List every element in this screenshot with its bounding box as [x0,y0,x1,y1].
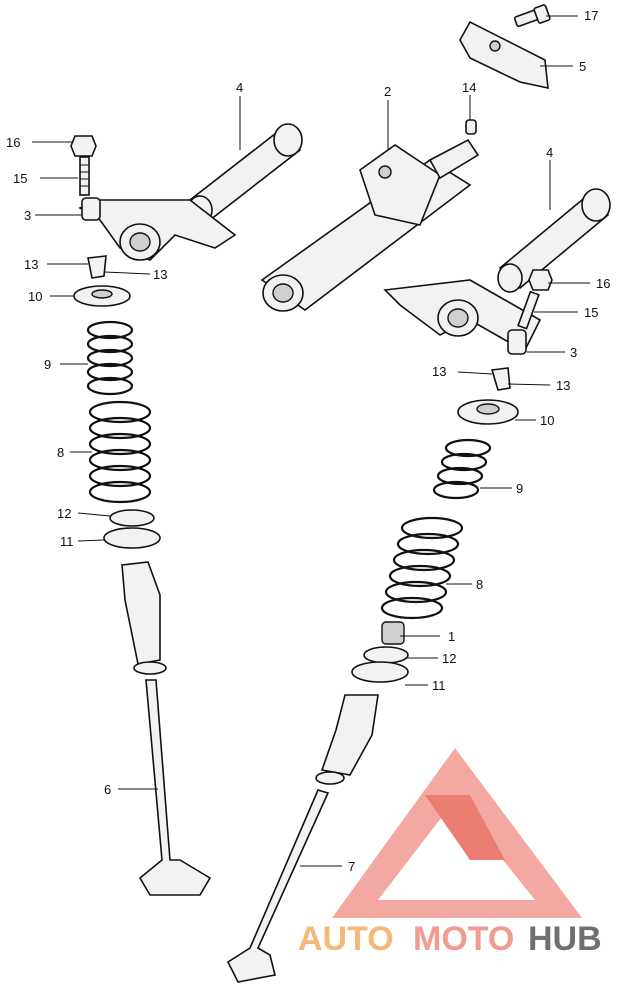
label-10-left: 10 [28,289,42,304]
spring-seat-right-lower [351,661,409,683]
valve-seal-right [381,621,405,645]
bracket-plate [459,20,549,90]
label-17: 17 [584,8,598,23]
label-4-right: 4 [546,145,553,160]
inner-spring-right [432,438,492,500]
label-12-right: 12 [442,651,456,666]
label-16-right: 16 [596,276,610,291]
label-6: 6 [104,782,111,797]
part-labels: 16 15 3 13 13 10 9 8 12 11 6 7 4 2 14 4 … [6,8,610,874]
label-7: 7 [348,859,355,874]
label-11-left: 11 [60,534,74,549]
retainer-right [457,399,519,425]
intake-valve-right [226,789,330,983]
watermark-text-hub: HUB [528,920,602,958]
label-5: 5 [579,59,586,74]
valve-guide-right [315,694,379,785]
rocker-shaft-right [497,188,611,293]
label-8-left: 8 [57,445,64,460]
spring-seat-left-upper [109,509,155,527]
inner-spring-left [86,320,134,396]
outer-spring-right [380,516,464,620]
rocker-arm-right [383,279,542,355]
label-3-right: 3 [570,345,577,360]
adjust-screw-left [79,156,90,196]
bolt [513,4,551,28]
adjust-nut-left [70,135,97,157]
retainer-left [73,285,131,307]
label-15-left: 15 [13,171,27,186]
adjust-screw-right [517,290,540,330]
label-9-right: 9 [516,481,523,496]
watermark-text-auto: AUTO [298,920,394,958]
leader-lines [32,15,590,867]
label-9-left: 9 [44,357,51,372]
watermark-logo [332,748,582,918]
label-15-right: 15 [584,305,598,320]
label-2: 2 [384,84,391,99]
spring-seat-left-lower [103,527,161,549]
rocker-arm-left [78,197,237,261]
rocker-shaft-left [187,123,303,225]
label-12-left: 12 [57,506,71,521]
label-8-right: 8 [476,577,483,592]
label-10-right: 10 [540,413,554,428]
dowel-pin [465,119,477,135]
logo-triangle-inner [378,800,535,900]
outer-spring-left [88,400,152,504]
adjust-nut-right [528,269,553,291]
label-16-left: 16 [6,135,20,150]
label-13-right-a: 13 [432,364,446,379]
label-4-left: 4 [236,80,243,95]
label-13-right-b: 13 [556,378,570,393]
logo-stroke [425,795,505,860]
exhaust-valve-left [138,679,212,896]
camshaft [260,138,480,312]
watermark-text-moto: MOTO [413,920,514,958]
label-13-left-a: 13 [24,257,38,272]
label-13-left-b: 13 [153,267,167,282]
cotter-right [490,367,511,391]
label-3-left: 3 [24,208,31,223]
spring-seat-right-upper [363,646,409,664]
label-1: 1 [448,629,455,644]
valve-guide-left [121,561,167,675]
label-14: 14 [462,80,476,95]
label-11-right: 11 [432,678,446,693]
cotter-left [87,255,107,279]
